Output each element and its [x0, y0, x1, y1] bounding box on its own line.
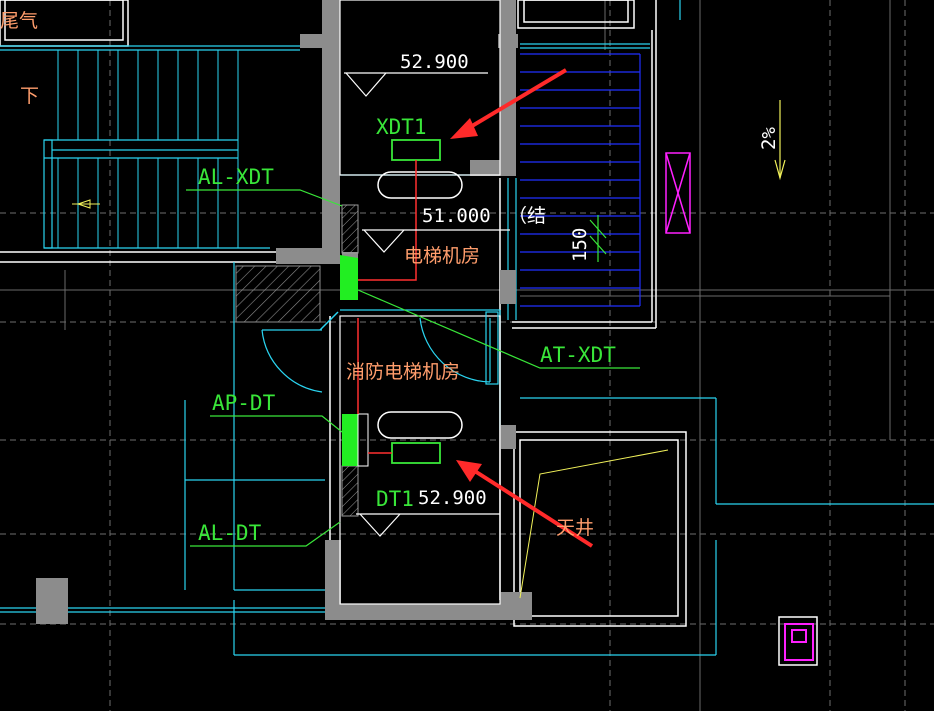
label-al-dt: AL-DT	[198, 521, 262, 545]
hatched-block-left	[235, 265, 321, 323]
label-elev-51000: 51.000	[422, 205, 491, 227]
red-arrow-bottom	[456, 460, 594, 548]
label-dt1: DT1	[376, 487, 414, 511]
machine-capsule-upper	[377, 171, 463, 199]
green-panel-lower-frame	[357, 413, 369, 467]
xdt1-box	[391, 139, 441, 161]
green-panel-upper	[340, 255, 358, 300]
magenta-fixture	[784, 623, 814, 661]
green-panel-lower	[342, 414, 358, 466]
door-swings	[261, 311, 499, 393]
red-arrow-top	[450, 68, 568, 139]
right-blue-stair	[520, 53, 641, 307]
label-slope: 2%	[758, 127, 780, 150]
hatched-column-upper	[341, 204, 359, 254]
hatched-column-lower	[341, 465, 359, 517]
label-xdt1: XDT1	[376, 115, 427, 139]
label-elev-52900-bottom: 52.900	[418, 487, 487, 509]
label-al-xdt: AL-XDT	[198, 165, 274, 189]
dim-150-marks	[589, 215, 607, 262]
label-skylight-shaft: 天井	[556, 517, 594, 539]
white-outlines	[0, 0, 818, 666]
label-ap-dt: AP-DT	[212, 391, 276, 415]
dt1-box	[391, 442, 441, 464]
green-leaders	[186, 189, 640, 547]
machine-capsule-lower	[377, 411, 463, 439]
label-fire-elevator-room: 消防电梯机房	[346, 361, 460, 383]
walls	[36, 0, 532, 624]
slope-arrow	[774, 100, 786, 181]
cyan-lines	[0, 0, 934, 656]
label-structure-note: （结	[508, 205, 546, 227]
left-stair	[57, 50, 239, 248]
label-elevator-room: 电梯机房	[404, 245, 480, 267]
label-dim-150: 150	[569, 228, 591, 262]
label-elev-52900-top: 52.900	[400, 51, 469, 73]
magenta-vent	[665, 152, 691, 234]
cyan-pointer	[319, 311, 339, 331]
elevator-room-upper	[339, 0, 501, 176]
red-wires	[357, 160, 417, 454]
label-at-xdt: AT-XDT	[540, 343, 616, 367]
fire-elevator-room-lower	[339, 315, 501, 605]
skylight-lines	[519, 449, 669, 599]
label-tail-gas: 尾气	[0, 10, 38, 32]
label-down: 下	[20, 85, 39, 107]
level-markers	[344, 72, 510, 537]
